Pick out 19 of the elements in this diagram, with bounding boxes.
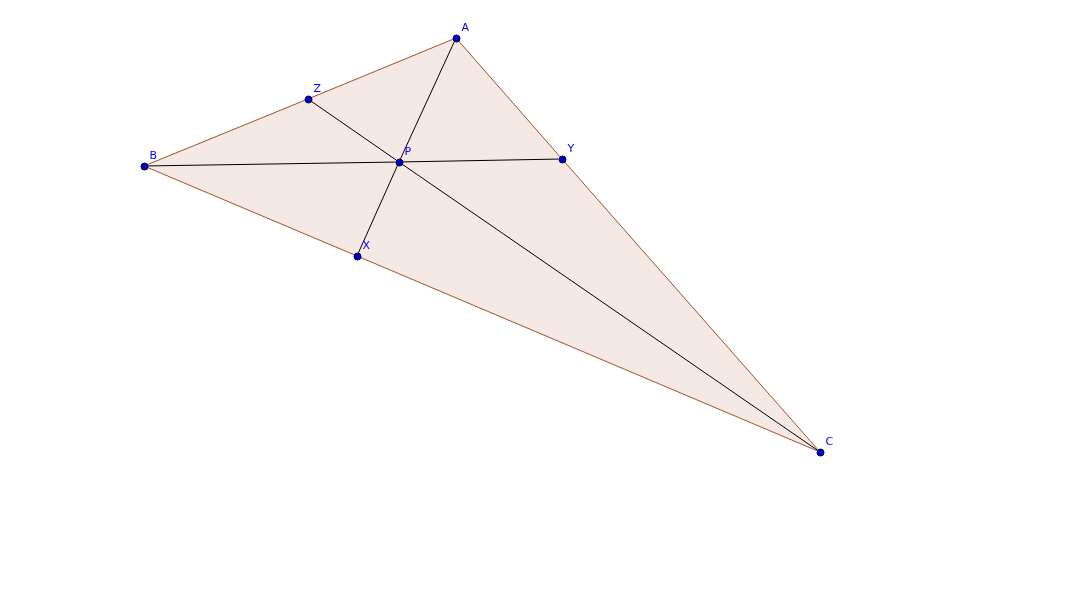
line-segment (357, 164, 399, 254)
point-label: Y (567, 141, 575, 155)
line-segment (146, 166, 355, 256)
line-segment (399, 40, 456, 160)
point-label: P (404, 144, 412, 158)
line-segment (146, 99, 306, 166)
line-segment (563, 161, 819, 450)
line-segment (457, 40, 561, 157)
point-label: Z (313, 81, 322, 95)
point-label: A (461, 20, 470, 34)
line-segment (147, 161, 396, 167)
point-label: B (149, 148, 158, 162)
line-segment (310, 100, 397, 161)
point-label: X (362, 238, 371, 252)
line-segment (359, 256, 818, 452)
line-segment (402, 158, 559, 163)
line-segment (401, 163, 818, 451)
point-label: C (825, 434, 834, 448)
line-segment (310, 38, 454, 99)
